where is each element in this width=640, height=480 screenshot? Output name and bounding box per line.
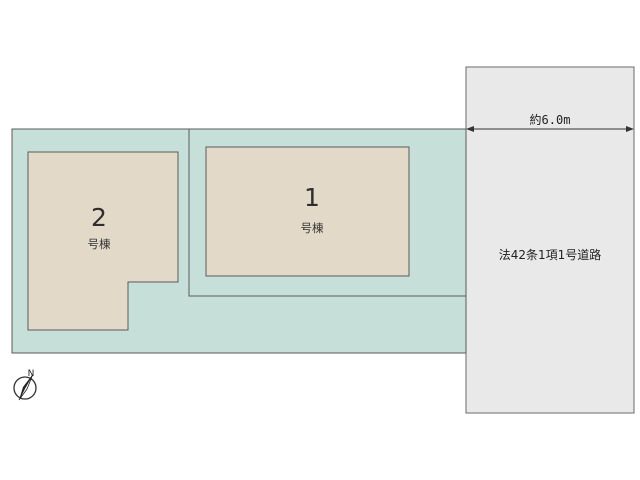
north-arrow-icon: N [13,369,37,401]
building-2-label: 号棟 [88,237,111,251]
dimension-arrow-right-icon [626,126,634,132]
compass-needle-light [18,373,34,401]
building-1-number: 1 [304,183,320,212]
building-2 [27,151,179,331]
building-1-label: 号棟 [301,221,324,235]
road-label: 法42条1項1号道路 [499,247,602,262]
building-2-number: 2 [91,203,107,232]
building-1 [205,146,410,277]
dimension-arrow-left-icon [466,126,474,132]
road-width-dimension [466,126,634,132]
road [465,66,635,414]
compass-letter: N [28,369,35,379]
road-width-label: 約6.0m [530,112,571,127]
